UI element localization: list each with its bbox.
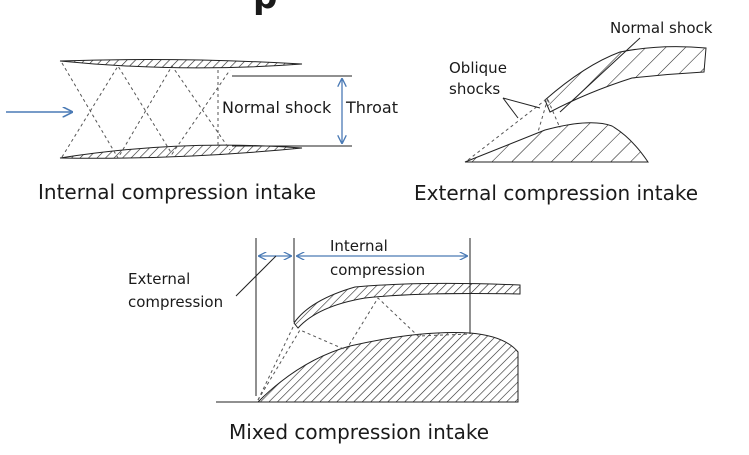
internal-top-wall bbox=[59, 59, 303, 69]
external-intake-diagram: Normal shock Oblique shocks External com… bbox=[414, 19, 713, 205]
mixed-external-label-line1: External bbox=[128, 270, 190, 288]
internal-shock-pattern-up bbox=[61, 65, 231, 158]
external-intake-caption: External compression intake bbox=[414, 181, 698, 205]
mixed-intake-diagram: External compression Internal compressio… bbox=[128, 237, 521, 444]
internal-shock-pattern-down bbox=[61, 62, 231, 159]
mixed-external-label-line2: compression bbox=[128, 293, 223, 311]
throat-label: Throat bbox=[345, 98, 398, 117]
external-cowl bbox=[544, 46, 707, 113]
internal-intake-diagram: Normal shock Throat Internal compression… bbox=[6, 59, 398, 204]
mixed-shock-extra bbox=[257, 324, 295, 401]
internal-intake-caption: Internal compression intake bbox=[38, 180, 316, 204]
oblique-shocks-label-line1: Oblique bbox=[449, 59, 507, 77]
mixed-internal-label-line1: Internal bbox=[330, 237, 388, 255]
internal-normal-shock-label: Normal shock bbox=[222, 98, 332, 117]
mixed-oblique-shocks bbox=[257, 297, 471, 401]
external-compression-leader bbox=[235, 255, 277, 297]
oblique-shocks-label-line2: shocks bbox=[449, 80, 500, 98]
title-fragment: p bbox=[253, 0, 277, 17]
external-normal-shock-line bbox=[547, 99, 561, 129]
external-centerbody bbox=[464, 122, 649, 163]
oblique-leader-1 bbox=[502, 97, 519, 119]
mixed-internal-label-line2: compression bbox=[330, 261, 425, 279]
mixed-centerbody bbox=[256, 332, 519, 403]
mixed-cowl bbox=[293, 282, 521, 329]
external-normal-shock-label: Normal shock bbox=[610, 19, 713, 37]
oblique-leader-2 bbox=[502, 97, 541, 109]
mixed-intake-caption: Mixed compression intake bbox=[229, 420, 489, 444]
normal-shock-leader bbox=[559, 37, 641, 113]
internal-bottom-wall bbox=[59, 144, 303, 159]
